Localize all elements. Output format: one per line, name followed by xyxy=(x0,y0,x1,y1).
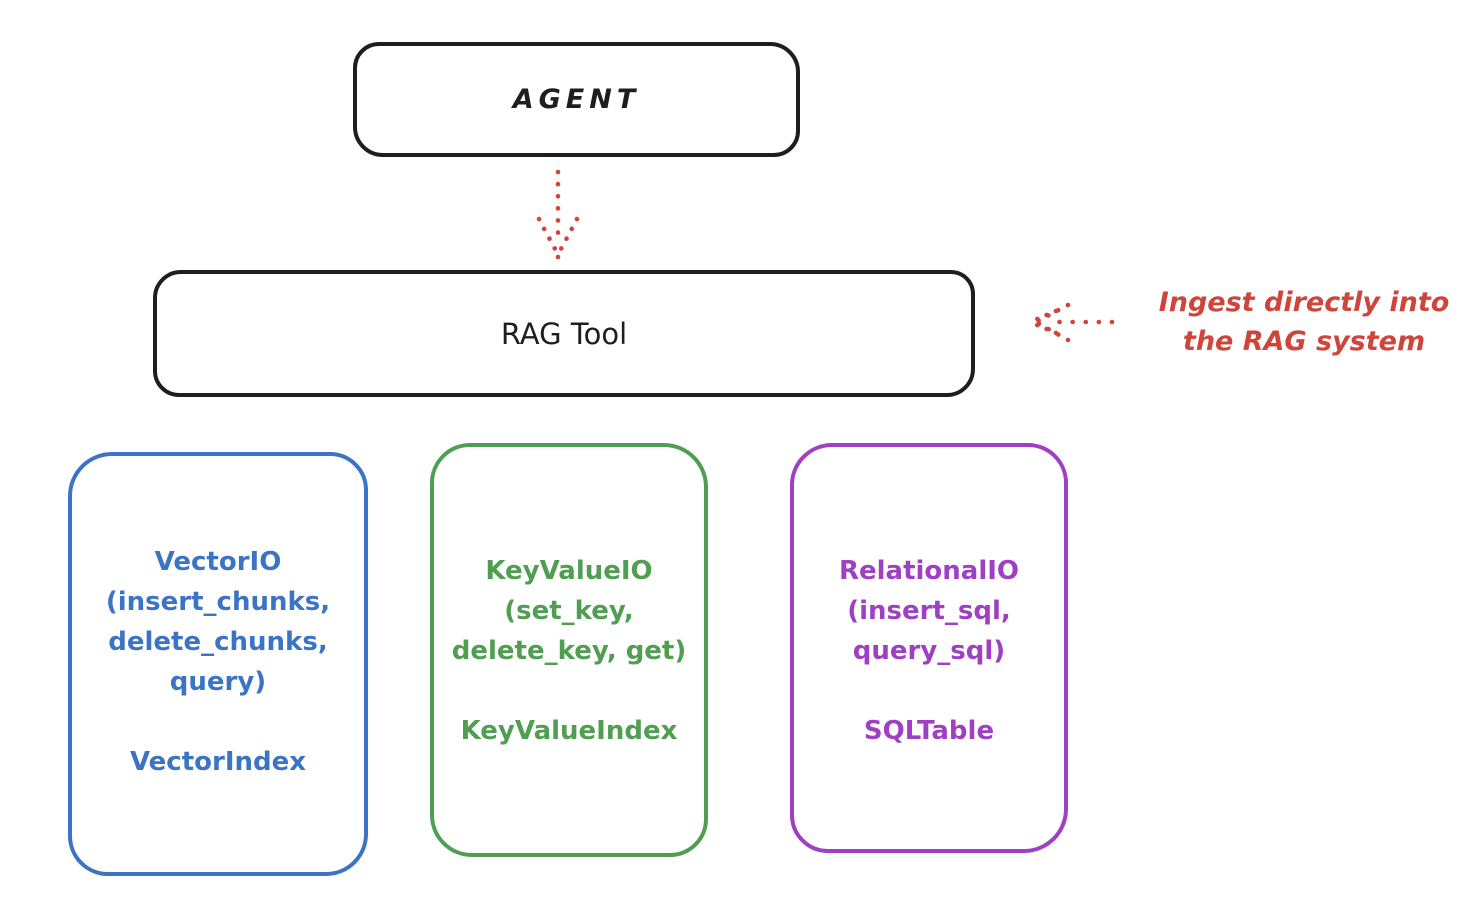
vector-io-method-line: (insert_chunks, xyxy=(105,587,331,617)
agent-to-ragtool-dotted-arrow xyxy=(536,169,580,260)
ingest-annotation-dotted-arrow xyxy=(1027,302,1115,343)
vector-io-index-label: VectorIndex xyxy=(129,747,307,777)
rag-tool-node: RAG Tool xyxy=(153,270,975,397)
ingest-annotation-line-1: Ingest directly into xyxy=(1158,287,1450,318)
vector-io-method-line: query) xyxy=(169,667,267,697)
agent-node: AGENT xyxy=(353,42,800,157)
ingest-annotation: Ingest directly into the RAG system xyxy=(1128,283,1480,361)
keyvalue-io-title: KeyValueIO xyxy=(485,556,653,586)
agent-label: AGENT xyxy=(512,84,641,115)
relational-io-method-line: query_sql) xyxy=(852,636,1006,666)
keyvalue-io-method-line: (set_key, xyxy=(504,596,634,626)
vector-io-node: VectorIO (insert_chunks, delete_chunks, … xyxy=(68,452,368,876)
vector-io-methods: VectorIO (insert_chunks, delete_chunks, … xyxy=(106,542,330,702)
relational-io-node: RelationalIO (insert_sql, query_sql) SQL… xyxy=(790,443,1068,853)
keyvalue-io-node: KeyValueIO (set_key, delete_key, get) Ke… xyxy=(430,443,708,857)
keyvalue-io-methods: KeyValueIO (set_key, delete_key, get) xyxy=(452,551,687,671)
relational-io-methods: RelationalIO (insert_sql, query_sql) xyxy=(839,551,1019,671)
relational-io-title: RelationalIO xyxy=(838,556,1020,586)
keyvalue-io-index-label: KeyValueIndex xyxy=(460,716,678,746)
vector-io-title: VectorIO xyxy=(154,547,282,577)
relational-io-index-label: SQLTable xyxy=(863,716,995,746)
vector-io-method-line: delete_chunks, xyxy=(108,627,328,657)
keyvalue-io-method-line: delete_key, get) xyxy=(451,636,687,666)
relational-io-method-line: (insert_sql, xyxy=(847,596,1011,626)
ingest-annotation-line-2: the RAG system xyxy=(1182,326,1426,357)
rag-tool-label: RAG Tool xyxy=(500,316,628,351)
